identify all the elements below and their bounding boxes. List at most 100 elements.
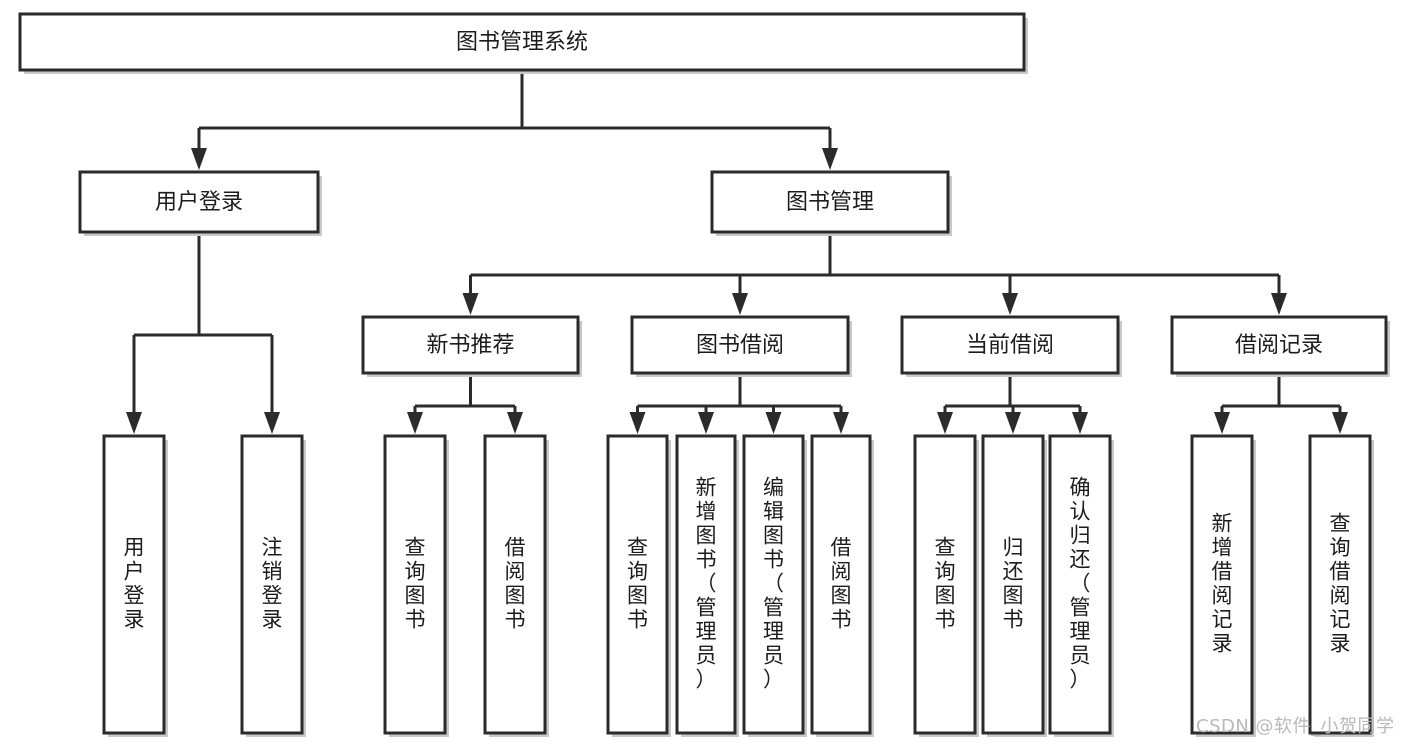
node-label: 借阅图书 bbox=[505, 536, 526, 632]
arrow-head-icon bbox=[126, 412, 142, 434]
node-label: 编辑图书（管理员） bbox=[763, 476, 784, 692]
node-rect[interactable] bbox=[710, 170, 950, 234]
node-label: 借阅图书 bbox=[831, 536, 852, 632]
connector-book-borrow-to-leaf-query-book-2 bbox=[629, 373, 742, 434]
node-rect[interactable] bbox=[1170, 315, 1388, 375]
node-rect[interactable] bbox=[981, 434, 1045, 735]
connector-borrow-record-to-leaf-add-record bbox=[1214, 373, 1281, 434]
arrow-head-icon bbox=[822, 148, 838, 170]
node-label: 新书推荐 bbox=[426, 333, 514, 358]
connector-new-book-rec-to-leaf-query-book-1 bbox=[407, 373, 472, 434]
node-rect[interactable] bbox=[913, 434, 977, 735]
node-rect[interactable] bbox=[483, 434, 547, 735]
connector-layer bbox=[126, 70, 1348, 434]
node-current-borrow[interactable]: 当前借阅 bbox=[900, 315, 1122, 377]
node-label: 归还图书 bbox=[1003, 536, 1024, 632]
node-leaf-return-book[interactable]: 归还图书 bbox=[981, 434, 1047, 737]
node-rect[interactable] bbox=[675, 434, 737, 735]
arrow-head-icon bbox=[833, 412, 849, 434]
node-label: 新增图书（管理员） bbox=[696, 476, 717, 692]
node-rect[interactable] bbox=[102, 434, 166, 735]
arrow-head-icon bbox=[1214, 412, 1230, 434]
node-label: 查询借阅记录 bbox=[1330, 512, 1351, 656]
node-rect[interactable] bbox=[606, 434, 669, 735]
arrow-head-icon bbox=[191, 148, 207, 170]
node-borrow-record[interactable]: 借阅记录 bbox=[1170, 315, 1390, 377]
node-rect[interactable] bbox=[630, 315, 850, 375]
node-layer: 图书管理系统用户登录图书管理新书推荐图书借阅当前借阅借阅记录用户登录注销登录查询… bbox=[18, 12, 1390, 737]
connector-book-manage-to-borrow-record bbox=[828, 232, 1287, 315]
connector-current-borrow-to-leaf-confirm-return bbox=[1008, 373, 1088, 434]
node-label: 确认归还（管理员） bbox=[1070, 476, 1091, 692]
node-leaf-borrow-book-2[interactable]: 借阅图书 bbox=[810, 434, 874, 737]
node-rect[interactable] bbox=[18, 12, 1026, 72]
arrow-head-icon bbox=[1271, 293, 1287, 315]
arrow-head-icon bbox=[629, 412, 646, 434]
arrow-head-icon bbox=[407, 412, 423, 434]
node-rect[interactable] bbox=[742, 434, 805, 735]
arrow-head-icon bbox=[507, 412, 523, 434]
node-leaf-borrow-book-1[interactable]: 借阅图书 bbox=[483, 434, 549, 737]
node-rect[interactable] bbox=[810, 434, 872, 735]
node-leaf-query-book-3[interactable]: 查询图书 bbox=[913, 434, 979, 737]
arrow-head-icon bbox=[264, 412, 280, 434]
arrow-head-icon bbox=[1332, 412, 1348, 434]
node-leaf-query-book-1[interactable]: 查询图书 bbox=[383, 434, 449, 737]
node-label: 查询图书 bbox=[405, 536, 426, 632]
connector-current-borrow-to-leaf-query-book-3 bbox=[937, 373, 1012, 434]
arrow-head-icon bbox=[462, 293, 479, 315]
node-rect[interactable] bbox=[383, 434, 447, 735]
arrow-head-icon bbox=[765, 412, 782, 434]
node-label: 图书管理 bbox=[786, 190, 874, 215]
connector-book-borrow-to-leaf-borrow-book-2 bbox=[738, 373, 849, 434]
node-label: 新增借阅记录 bbox=[1212, 512, 1233, 656]
arrow-head-icon bbox=[698, 412, 714, 434]
node-leaf-logout[interactable]: 注销登录 bbox=[240, 434, 306, 737]
node-root[interactable]: 图书管理系统 bbox=[18, 12, 1028, 74]
node-rect[interactable] bbox=[240, 434, 304, 735]
connector-new-book-rec-to-leaf-borrow-book-1 bbox=[469, 373, 523, 434]
connector-current-borrow-to-leaf-return-book bbox=[1005, 373, 1021, 434]
node-label: 借阅记录 bbox=[1235, 333, 1323, 358]
node-book-manage[interactable]: 图书管理 bbox=[710, 170, 952, 236]
node-rect[interactable] bbox=[900, 315, 1120, 375]
node-rect[interactable] bbox=[1048, 434, 1112, 735]
node-label: 用户登录 bbox=[155, 190, 243, 215]
node-leaf-confirm-return[interactable]: 确认归还（管理员） bbox=[1048, 434, 1114, 737]
connector-borrow-record-to-leaf-query-record bbox=[1277, 373, 1348, 434]
node-leaf-add-record[interactable]: 新增借阅记录 bbox=[1190, 434, 1256, 737]
node-label: 注销登录 bbox=[262, 536, 283, 632]
arrow-head-icon bbox=[1002, 293, 1018, 315]
node-new-book-rec[interactable]: 新书推荐 bbox=[361, 315, 582, 377]
node-rect[interactable] bbox=[78, 170, 320, 234]
arrow-head-icon bbox=[937, 412, 953, 434]
csdn-watermark: CSDN @软件_小贺同学 bbox=[1196, 716, 1395, 737]
node-leaf-user-login[interactable]: 用户登录 bbox=[102, 434, 168, 737]
node-leaf-add-book[interactable]: 新增图书（管理员） bbox=[675, 434, 739, 737]
connector-root-to-book-manage bbox=[520, 70, 838, 170]
node-leaf-edit-book[interactable]: 编辑图书（管理员） bbox=[742, 434, 807, 737]
arrow-head-icon bbox=[732, 293, 748, 315]
connector-book-borrow-to-leaf-edit-book bbox=[738, 373, 782, 434]
node-leaf-query-record[interactable]: 查询借阅记录 bbox=[1308, 434, 1374, 737]
node-rect[interactable] bbox=[1190, 434, 1254, 735]
connector-book-borrow-to-leaf-add-book bbox=[698, 373, 742, 434]
node-label: 当前借阅 bbox=[966, 333, 1054, 358]
arrow-head-icon bbox=[1072, 412, 1088, 434]
node-rect[interactable] bbox=[361, 315, 580, 375]
connector-root-to-user-login bbox=[191, 70, 524, 170]
node-label: 图书借阅 bbox=[696, 333, 784, 358]
node-label: 查询图书 bbox=[627, 536, 648, 632]
node-book-borrow[interactable]: 图书借阅 bbox=[630, 315, 852, 377]
connector-user-login-to-leaf-user-login bbox=[126, 232, 201, 434]
connector-book-manage-to-book-borrow bbox=[732, 232, 832, 315]
node-rect[interactable] bbox=[1308, 434, 1372, 735]
node-label: 查询图书 bbox=[935, 536, 956, 632]
node-label: 图书管理系统 bbox=[456, 30, 588, 55]
node-user-login[interactable]: 用户登录 bbox=[78, 170, 322, 236]
connector-user-login-to-leaf-logout bbox=[197, 232, 280, 434]
node-leaf-query-book-2[interactable]: 查询图书 bbox=[606, 434, 671, 737]
arrow-head-icon bbox=[1005, 412, 1021, 434]
